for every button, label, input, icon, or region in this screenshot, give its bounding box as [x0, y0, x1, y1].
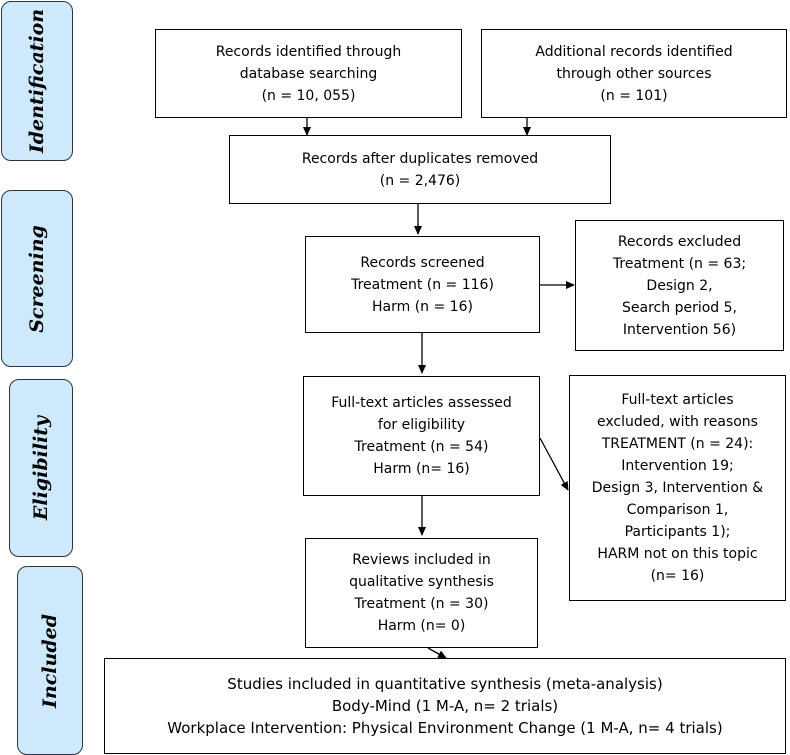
phase-screening: Screening: [1, 190, 73, 367]
box-quantitative-line1: Studies included in quantitative synthes…: [227, 675, 663, 693]
box-fulltext-assessed-line1: Full-text articles assessed: [331, 395, 512, 411]
box-qualitative-line2: qualitative synthesis: [349, 574, 494, 590]
arrow-fulltext-to-excluded: [539, 437, 569, 491]
box-quantitative-line3: Workplace Intervention: Physical Environ…: [167, 719, 723, 737]
arrow-qualitative-to-quantitative: [427, 647, 447, 659]
box-fulltext-excluded-line5: Design 3, Intervention &: [591, 480, 764, 496]
box-qualitative-treatment: Treatment (n = 30): [354, 596, 489, 612]
phase-eligibility: Eligibility: [9, 379, 73, 557]
box-records-excluded-design: Design 2,: [646, 277, 713, 294]
box-records-excluded-intervention: Intervention 56): [622, 321, 737, 338]
box-fulltext-assessed: Full-text articles assessed for eligibil…: [303, 376, 540, 496]
box-records-excluded-search: Search period 5,: [622, 299, 737, 316]
box-database-records-line2: database searching: [239, 65, 378, 82]
phase-included: Included: [17, 566, 83, 755]
box-qualitative-harm: Harm (n= 0): [377, 618, 466, 634]
box-fulltext-excluded-line7: Participants 1);: [624, 524, 731, 540]
box-records-screened: Records screened Treatment (n = 116) Har…: [305, 236, 540, 333]
box-duplicates-removed: Records after duplicates removed (n = 2,…: [229, 135, 611, 204]
box-fulltext-excluded-line8: HARM not on this topic: [597, 546, 758, 562]
box-database-records: Records identified through database sear…: [155, 29, 462, 118]
box-records-excluded-title: Records excluded: [617, 233, 742, 250]
box-duplicates-removed-line1: Records after duplicates removed: [301, 150, 539, 167]
box-other-sources: Additional records identified through ot…: [481, 29, 787, 118]
box-duplicates-removed-count: (n = 2,476): [379, 172, 461, 189]
box-records-excluded-treatment: Treatment (n = 63;: [612, 255, 747, 272]
box-database-records-line1: Records identified through: [215, 43, 402, 60]
box-fulltext-excluded-line4: Intervention 19;: [621, 458, 734, 474]
box-fulltext-excluded-line1: Full-text articles: [621, 392, 734, 408]
box-other-sources-line2: through other sources: [556, 65, 712, 82]
box-database-records-count: (n = 10, 055): [261, 87, 356, 104]
box-records-screened-harm: Harm (n = 16): [372, 298, 473, 315]
box-fulltext-excluded-line2: excluded, with reasons: [597, 414, 758, 430]
box-other-sources-count: (n = 101): [600, 87, 668, 104]
box-fulltext-excluded: Full-text articles excluded, with reason…: [569, 375, 786, 601]
phase-identification: Identification: [1, 1, 73, 161]
box-fulltext-assessed-harm: Harm (n= 16): [373, 461, 470, 477]
box-fulltext-assessed-treatment: Treatment (n = 54): [354, 439, 489, 455]
box-records-screened-treatment: Treatment (n = 116): [351, 276, 494, 293]
box-fulltext-excluded-line3: TREATMENT (n = 24):: [601, 436, 754, 452]
box-fulltext-excluded-line9: (n= 16): [650, 568, 705, 584]
box-fulltext-excluded-line6: Comparison 1,: [626, 502, 729, 518]
box-other-sources-line1: Additional records identified: [535, 43, 733, 60]
box-quantitative-line2: Body-Mind (1 M-A, n= 2 trials): [331, 697, 559, 715]
box-qualitative-synthesis: Reviews included in qualitative synthesi…: [305, 538, 538, 648]
box-qualitative-line1: Reviews included in: [352, 552, 491, 568]
box-fulltext-assessed-line2: for eligibility: [377, 417, 466, 433]
box-records-excluded: Records excluded Treatment (n = 63; Desi…: [575, 220, 784, 351]
box-records-screened-title: Records screened: [360, 254, 485, 271]
box-quantitative-synthesis: Studies included in quantitative synthes…: [104, 658, 786, 754]
